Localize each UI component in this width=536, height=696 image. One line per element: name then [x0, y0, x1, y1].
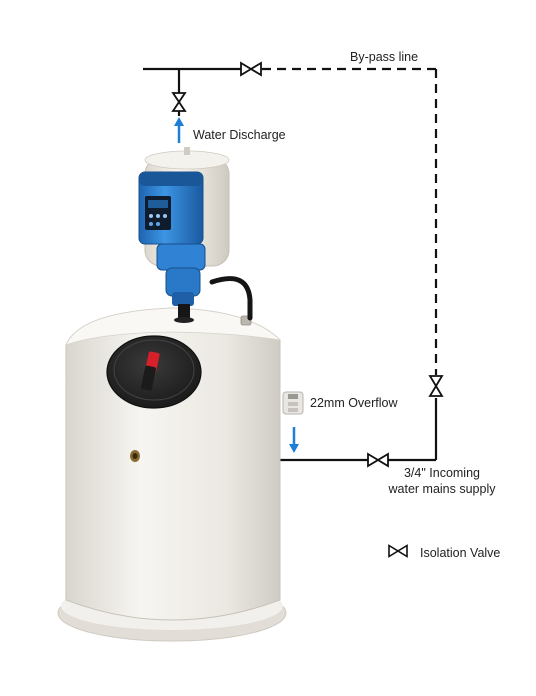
- mains-valve-icon: [367, 452, 389, 468]
- bypass-line: [262, 67, 438, 375]
- pump-hose: [209, 276, 253, 321]
- discharge-valve-icon: [171, 92, 187, 112]
- legend-valve-icon: [388, 544, 408, 558]
- water-discharge-label: Water Discharge: [193, 128, 286, 142]
- overflow-flow-arrow-icon: [289, 427, 299, 453]
- incoming-supply-label-line1: 3/4" Incoming: [403, 466, 480, 480]
- overflow-label: 22mm Overflow: [310, 396, 398, 410]
- bypass-return-valve-icon: [428, 375, 444, 397]
- inlet-fitting-icon: [130, 450, 140, 462]
- tank-lid-icon: [106, 335, 202, 409]
- overflow-fitting-icon: [282, 391, 304, 415]
- discharge-flow-arrow-icon: [174, 117, 184, 143]
- discharge-pipe: [143, 67, 241, 116]
- isolation-valve-legend-label: Isolation Valve: [420, 546, 501, 560]
- incoming-supply-label-line2: water mains supply: [388, 481, 496, 496]
- bypass-line-label: By-pass line: [350, 50, 419, 64]
- booster-pump-icon: [138, 171, 206, 323]
- incoming-supply-label: 3/4" Incoming water mains supply: [383, 466, 501, 497]
- bypass-valve-icon: [240, 61, 262, 77]
